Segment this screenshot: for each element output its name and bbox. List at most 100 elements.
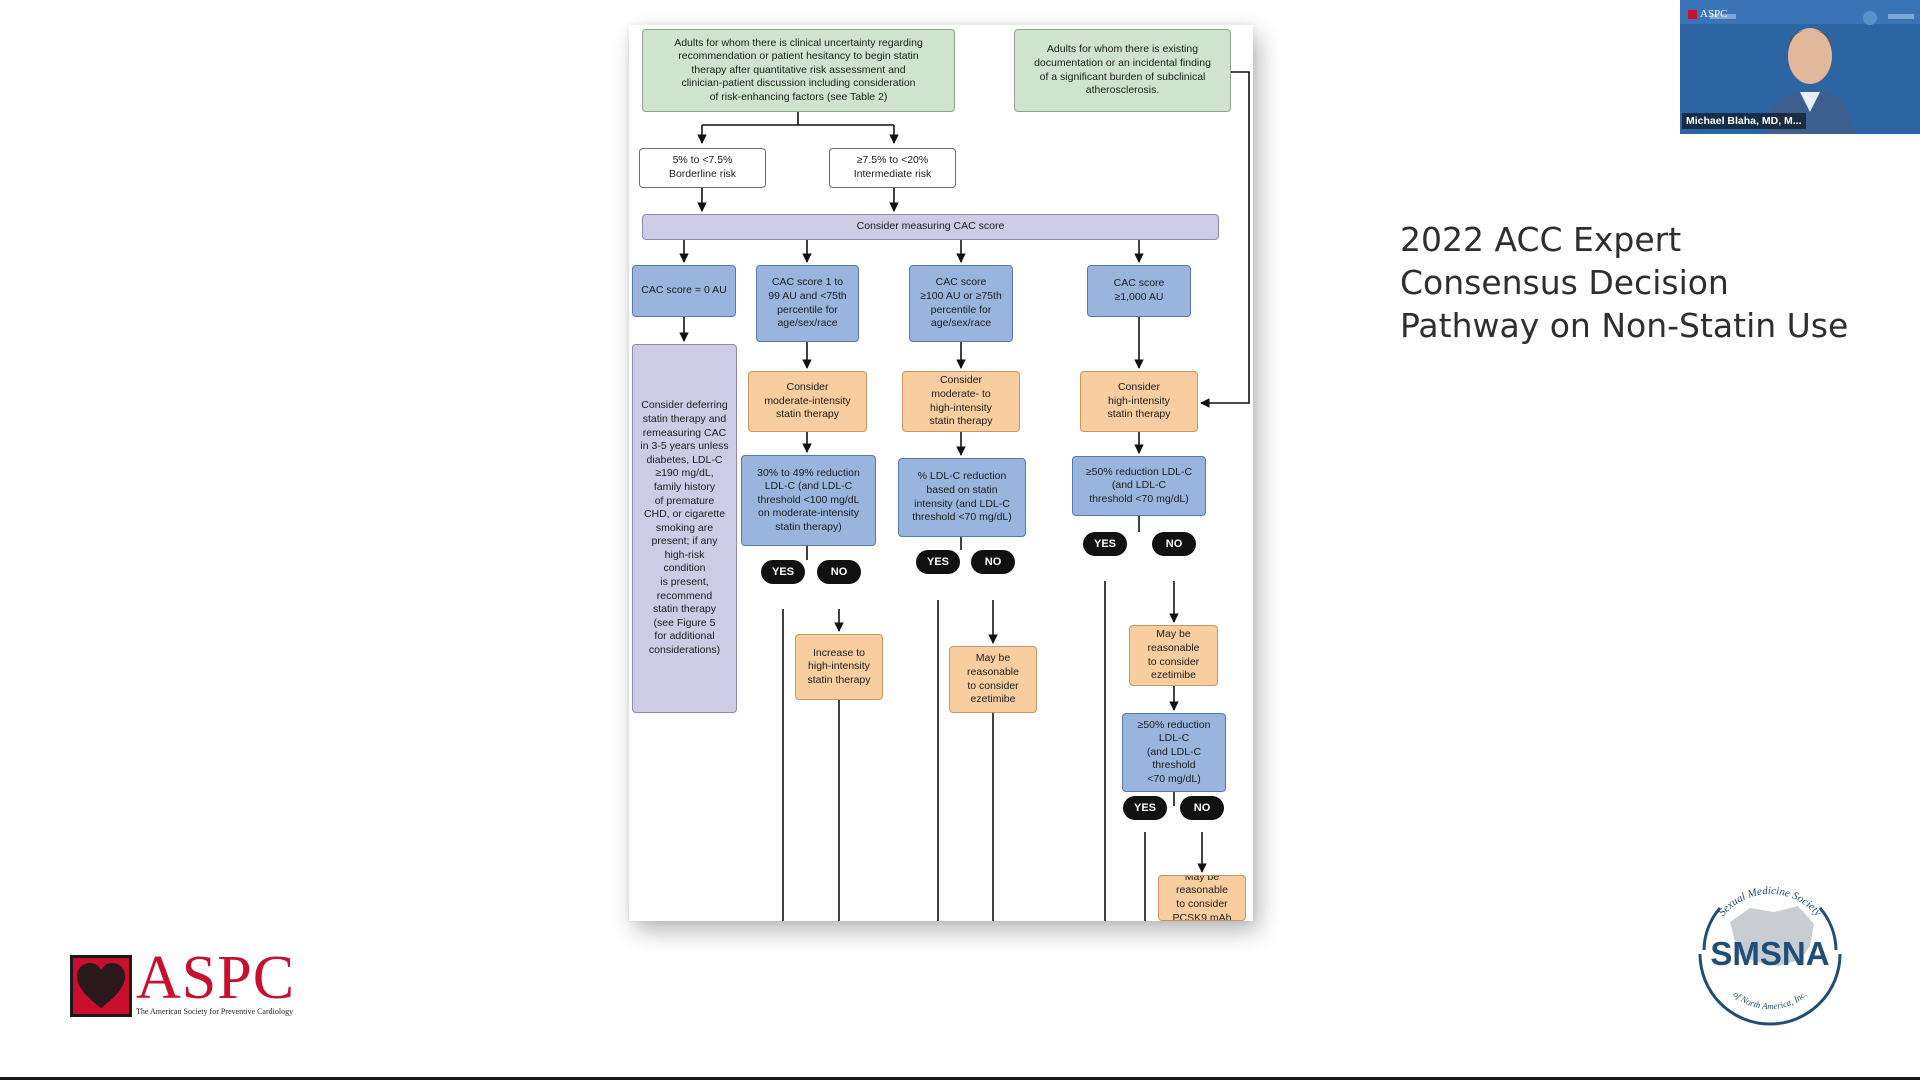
node-text-line: to consider xyxy=(1147,655,1200,668)
node-text-line: Borderline risk xyxy=(668,168,737,180)
slide-title-line: 2022 ACC Expert xyxy=(1400,220,1682,259)
node-text-line: in 3-5 years unless xyxy=(640,440,729,453)
node-text-line: reasonable xyxy=(1147,641,1200,654)
aspc-logo: ASPC The American Society for Preventive… xyxy=(70,947,310,1019)
bottom-bar xyxy=(0,1077,1920,1080)
node-text-line: documentation or an incidental finding xyxy=(1034,56,1211,69)
yes-pill-col2: YES xyxy=(916,550,960,574)
video-logo: ASPC xyxy=(1688,8,1728,20)
node-text-line: atherosclerosis. xyxy=(1085,84,1160,97)
aspc-mini-icon xyxy=(1688,9,1697,19)
node-text-line: threshold <100 mg/dL xyxy=(757,493,860,506)
node-text-line: diabetes, LDL-C xyxy=(646,453,723,466)
node-text-line: statin therapy) xyxy=(775,520,842,533)
node-text-line: 99 AU and <75th xyxy=(768,289,847,302)
node-text-line: Consider xyxy=(1117,381,1160,394)
cac-zero-box: CAC score = 0 AU xyxy=(632,265,736,317)
node-text-line: CAC score xyxy=(1113,277,1165,290)
yes-pill-col3b: YES xyxy=(1123,796,1167,820)
node-text-line: threshold <70 mg/dL) xyxy=(1089,492,1189,505)
no-pill-col3b: NO xyxy=(1180,796,1224,820)
node-text-line: ≥7.5% to <20% xyxy=(856,154,929,167)
node-text-line: high-intensity xyxy=(930,401,992,414)
node-text-line: of a significant burden of subclinical xyxy=(1039,70,1206,83)
node-text-line: CAC score 1 to xyxy=(771,276,844,289)
node-text-line: based on statin xyxy=(926,483,998,496)
node-text-line: Intermediate risk xyxy=(853,168,932,180)
borderline-risk-box: 5% to <7.5%Borderline risk xyxy=(639,148,766,188)
node-text-line: moderate- to xyxy=(931,387,991,400)
node-text-line: ≥1,000 AU xyxy=(1114,291,1164,303)
north-america-map-icon xyxy=(1730,906,1814,966)
no-pill-col3: NO xyxy=(1152,532,1196,556)
node-text-line: ezetimibe xyxy=(970,693,1016,706)
node-text-line: ≥50% reduction LDL-C xyxy=(1085,465,1193,478)
node-text-line: May be xyxy=(1184,875,1220,883)
node-text-line: for additional xyxy=(654,630,715,643)
node-text-line: to consider xyxy=(967,679,1019,692)
node-text-line: statin therapy xyxy=(929,415,993,428)
node-text-line: May be xyxy=(1156,628,1191,641)
node-text-line: Consider deferring xyxy=(641,399,728,412)
yes-pill-col1: YES xyxy=(761,560,805,584)
node-text-line: % LDL-C reduction xyxy=(917,470,1007,483)
node-text-line: therapy after quantitative risk assessme… xyxy=(691,63,906,76)
node-text-line: recommend xyxy=(656,589,713,602)
participant-video-tile[interactable]: ASPC Michael Blaha, MD, M... xyxy=(1680,0,1920,134)
aspc-heart-icon xyxy=(70,955,132,1017)
node-text-line: age/sex/race xyxy=(777,317,838,330)
node-text-line: (and LDL-C xyxy=(1111,479,1167,492)
node-text-line: (and LDL-C xyxy=(1146,745,1202,758)
node-text-line: clinician-patient discussion including c… xyxy=(681,77,916,90)
smsna-wordmark: SMSNA xyxy=(1710,935,1829,972)
node-text-line: statin therapy and xyxy=(642,412,727,425)
intermediate-risk-box: ≥7.5% to <20%Intermediate risk xyxy=(829,148,956,188)
node-text-line: on moderate-intensity xyxy=(758,507,859,520)
node-text-line: recommendation or patient hesitancy to b… xyxy=(678,50,919,63)
start-uncertain-box: Adults for whom there is clinical uncert… xyxy=(642,29,955,112)
node-text-line: age/sex/race xyxy=(930,317,992,330)
node-text-line: percentile for xyxy=(930,303,992,316)
conference-logo-icon xyxy=(1863,11,1877,25)
slide-title-line: Pathway on Non-Statin Use xyxy=(1400,306,1849,345)
node-text-line: PCSK9 mAb xyxy=(1172,911,1232,921)
node-text-line: Adults for whom there is existing xyxy=(1046,43,1199,56)
node-text-line: of risk-enhancing factors (see Table 2) xyxy=(709,90,888,103)
node-text-line: is present, xyxy=(660,576,709,589)
participant-name-label: Michael Blaha, MD, M... xyxy=(1682,113,1806,129)
flowchart-card: Adults for whom there is clinical uncert… xyxy=(629,25,1253,921)
node-text-line: Consider xyxy=(786,381,829,394)
flowchart-connectors xyxy=(679,71,1250,921)
node-text-line: threshold <70 mg/dL) xyxy=(912,511,1012,524)
yes-pill-col3: YES xyxy=(1083,532,1127,556)
node-text-line: considerations) xyxy=(648,644,721,657)
node-text-line: condition xyxy=(663,562,706,575)
node-text-line: <70 mg/dL) xyxy=(1147,772,1201,785)
node-text-line: moderate-intensity xyxy=(764,394,851,407)
node-text-line: Consider xyxy=(939,374,982,387)
smsna-logo: Sexual Medicine Society of North America… xyxy=(1680,862,1860,1042)
cac-1000-box: CAC score≥1,000 AU xyxy=(1087,265,1191,317)
node-text-line: percentile for xyxy=(777,303,838,316)
node-text-line: smoking are xyxy=(655,521,714,534)
node-text-line: family history xyxy=(653,480,716,493)
node-text-line: reasonable xyxy=(967,665,1019,678)
node-text-line: ≥50% reduction xyxy=(1137,718,1211,731)
node-text-line: to consider xyxy=(1176,898,1228,910)
node-text-line: ≥100 AU or ≥75th xyxy=(920,289,1002,302)
node-text-line: high-intensity xyxy=(808,660,870,673)
node-text-line: threshold xyxy=(1152,759,1196,772)
node-text-line: statin therapy xyxy=(652,603,717,616)
node-text-line: ≥190 mg/dL, xyxy=(655,467,714,480)
